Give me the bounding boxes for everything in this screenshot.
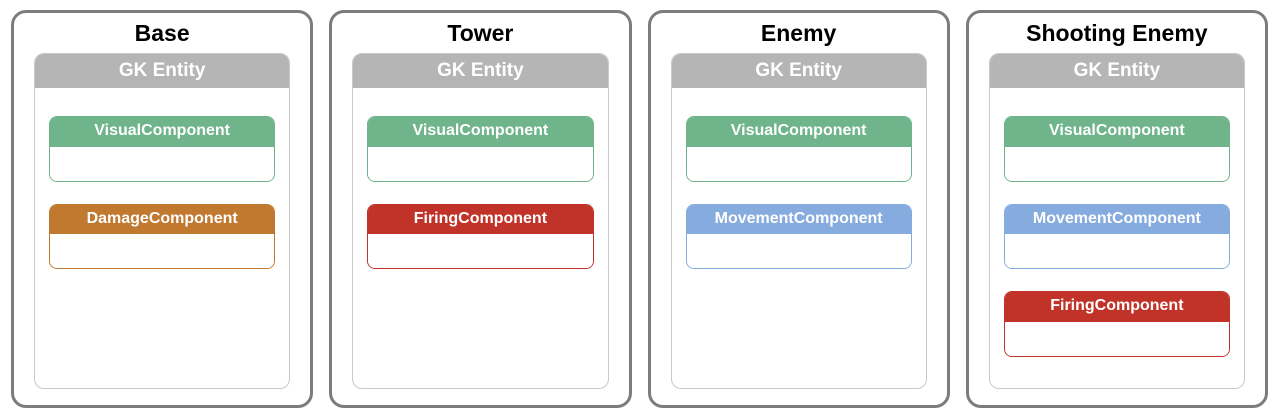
component-list: VisualComponent DamageComponent <box>35 88 289 283</box>
gk-entity-box: GK Entity VisualComponent MovementCompon… <box>988 52 1245 389</box>
component-label: MovementComponent <box>1004 204 1229 235</box>
component-box: VisualComponent <box>685 116 912 182</box>
component-box: FiringComponent <box>367 203 594 270</box>
component-label: DamageComponent <box>50 204 275 235</box>
component-box: FiringComponent <box>1003 291 1230 357</box>
component-body <box>50 146 275 181</box>
entity-card: Enemy GK Entity VisualComponent Movement… <box>647 10 950 408</box>
card-title: Enemy <box>760 20 837 46</box>
gk-entity-header: GK Entity <box>35 53 290 89</box>
card-title: Tower <box>447 20 514 46</box>
component-list: VisualComponent MovementComponent Firing… <box>990 88 1244 370</box>
component-body <box>1004 146 1229 181</box>
component-label: FiringComponent <box>1004 292 1229 322</box>
gk-entity-box: GK Entity VisualComponent DamageComponen… <box>34 52 291 389</box>
card-title: Shooting Enemy <box>1026 20 1208 46</box>
entity-card: Tower GK Entity VisualComponent FiringCo… <box>329 10 632 408</box>
component-body <box>1004 321 1229 356</box>
component-box: VisualComponent <box>1003 116 1230 182</box>
gk-entity-box: GK Entity VisualComponent FiringComponen… <box>352 52 609 389</box>
gk-entity-header: GK Entity <box>671 53 926 89</box>
component-list: VisualComponent FiringComponent <box>353 88 607 283</box>
gk-entity-header: GK Entity <box>989 53 1244 89</box>
component-label: MovementComponent <box>686 204 911 235</box>
component-box: DamageComponent <box>49 203 276 270</box>
component-body <box>1004 234 1229 269</box>
component-body <box>368 146 593 181</box>
component-label: FiringComponent <box>368 204 593 235</box>
component-body <box>686 146 911 181</box>
component-box: MovementComponent <box>1003 203 1230 270</box>
component-box: MovementComponent <box>685 203 912 270</box>
component-label: VisualComponent <box>368 117 593 147</box>
component-body <box>368 234 593 269</box>
component-box: VisualComponent <box>367 116 594 182</box>
entity-card: Shooting Enemy GK Entity VisualComponent… <box>965 10 1268 408</box>
component-list: VisualComponent MovementComponent <box>672 88 926 283</box>
card-title: Base <box>134 20 190 46</box>
component-box: VisualComponent <box>49 116 276 182</box>
entity-card: Base GK Entity VisualComponent DamageCom… <box>11 10 314 408</box>
component-label: VisualComponent <box>50 117 275 147</box>
gk-entity-header: GK Entity <box>353 53 608 89</box>
gk-entity-box: GK Entity VisualComponent MovementCompon… <box>670 52 927 389</box>
component-label: VisualComponent <box>686 117 911 147</box>
component-label: VisualComponent <box>1004 117 1229 147</box>
component-body <box>686 234 911 269</box>
component-body <box>50 234 275 269</box>
